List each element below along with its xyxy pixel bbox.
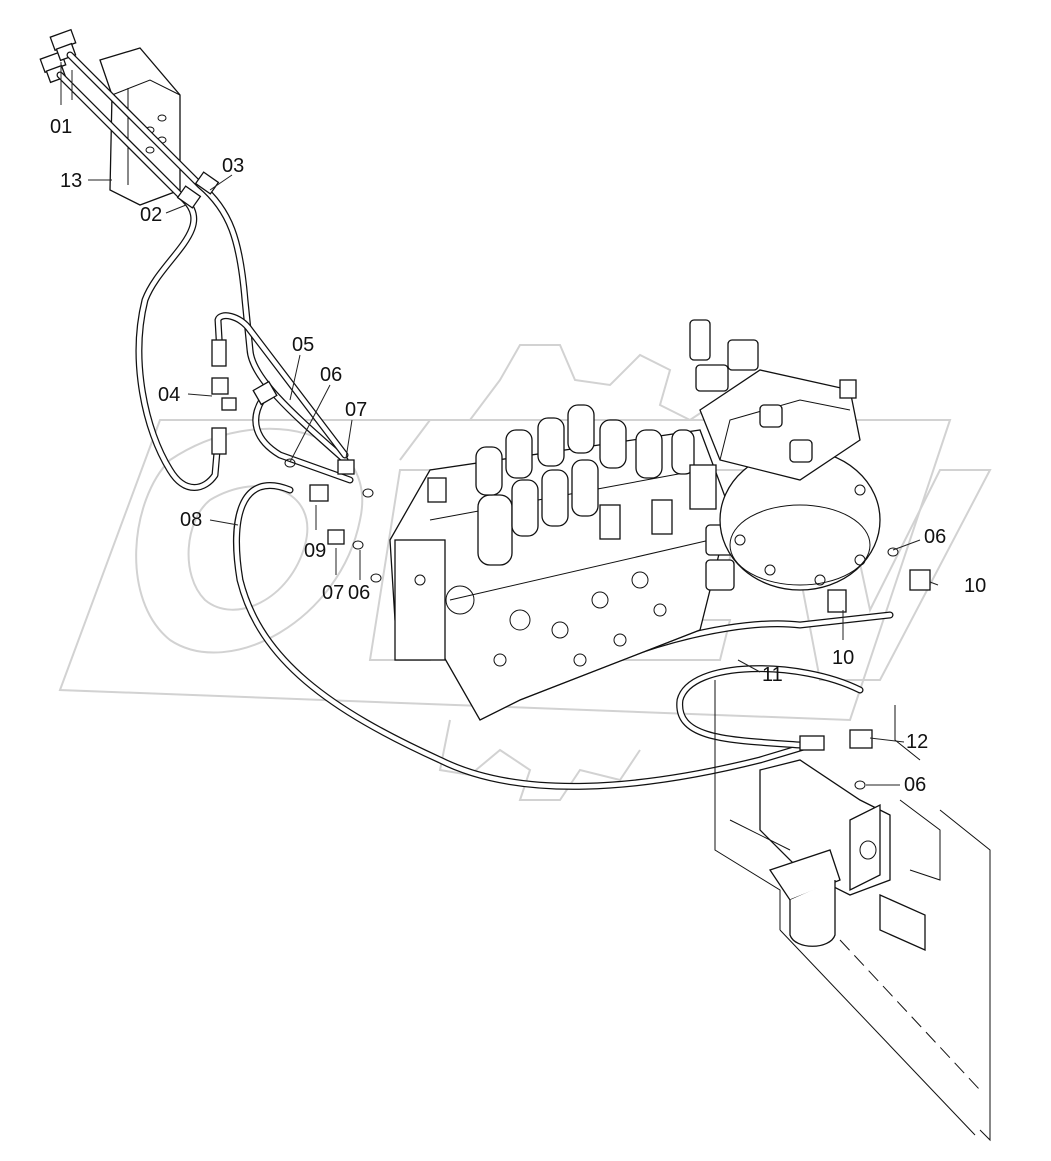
callout-08: 08 <box>180 509 202 531</box>
callout-labels: 01 02 03 04 05 06 06 06 06 07 07 08 09 1… <box>50 116 986 796</box>
main-control-valve <box>389 404 735 721</box>
callout-10-b: 10 <box>832 647 854 669</box>
callout-13: 13 <box>60 170 82 192</box>
callout-02: 02 <box>140 204 162 226</box>
callout-03: 03 <box>222 155 244 177</box>
callout-01: 01 <box>50 116 72 138</box>
callout-11: 11 <box>762 664 783 686</box>
lower-filter-assembly <box>714 680 991 1142</box>
callout-09: 09 <box>304 540 326 562</box>
callout-06-b: 06 <box>348 582 370 604</box>
callout-07-a: 07 <box>345 399 367 421</box>
callout-05: 05 <box>292 334 314 356</box>
swing-motor-assembly <box>689 319 881 591</box>
leader-lines <box>60 62 939 786</box>
callout-07-b: 07 <box>322 582 344 604</box>
callout-04: 04 <box>158 384 180 406</box>
callout-06-c: 06 <box>924 526 946 548</box>
callout-06-a: 06 <box>320 364 342 386</box>
callout-12: 12 <box>906 731 928 753</box>
callout-06-d: 06 <box>904 774 926 796</box>
callout-10-a: 10 <box>964 575 986 597</box>
